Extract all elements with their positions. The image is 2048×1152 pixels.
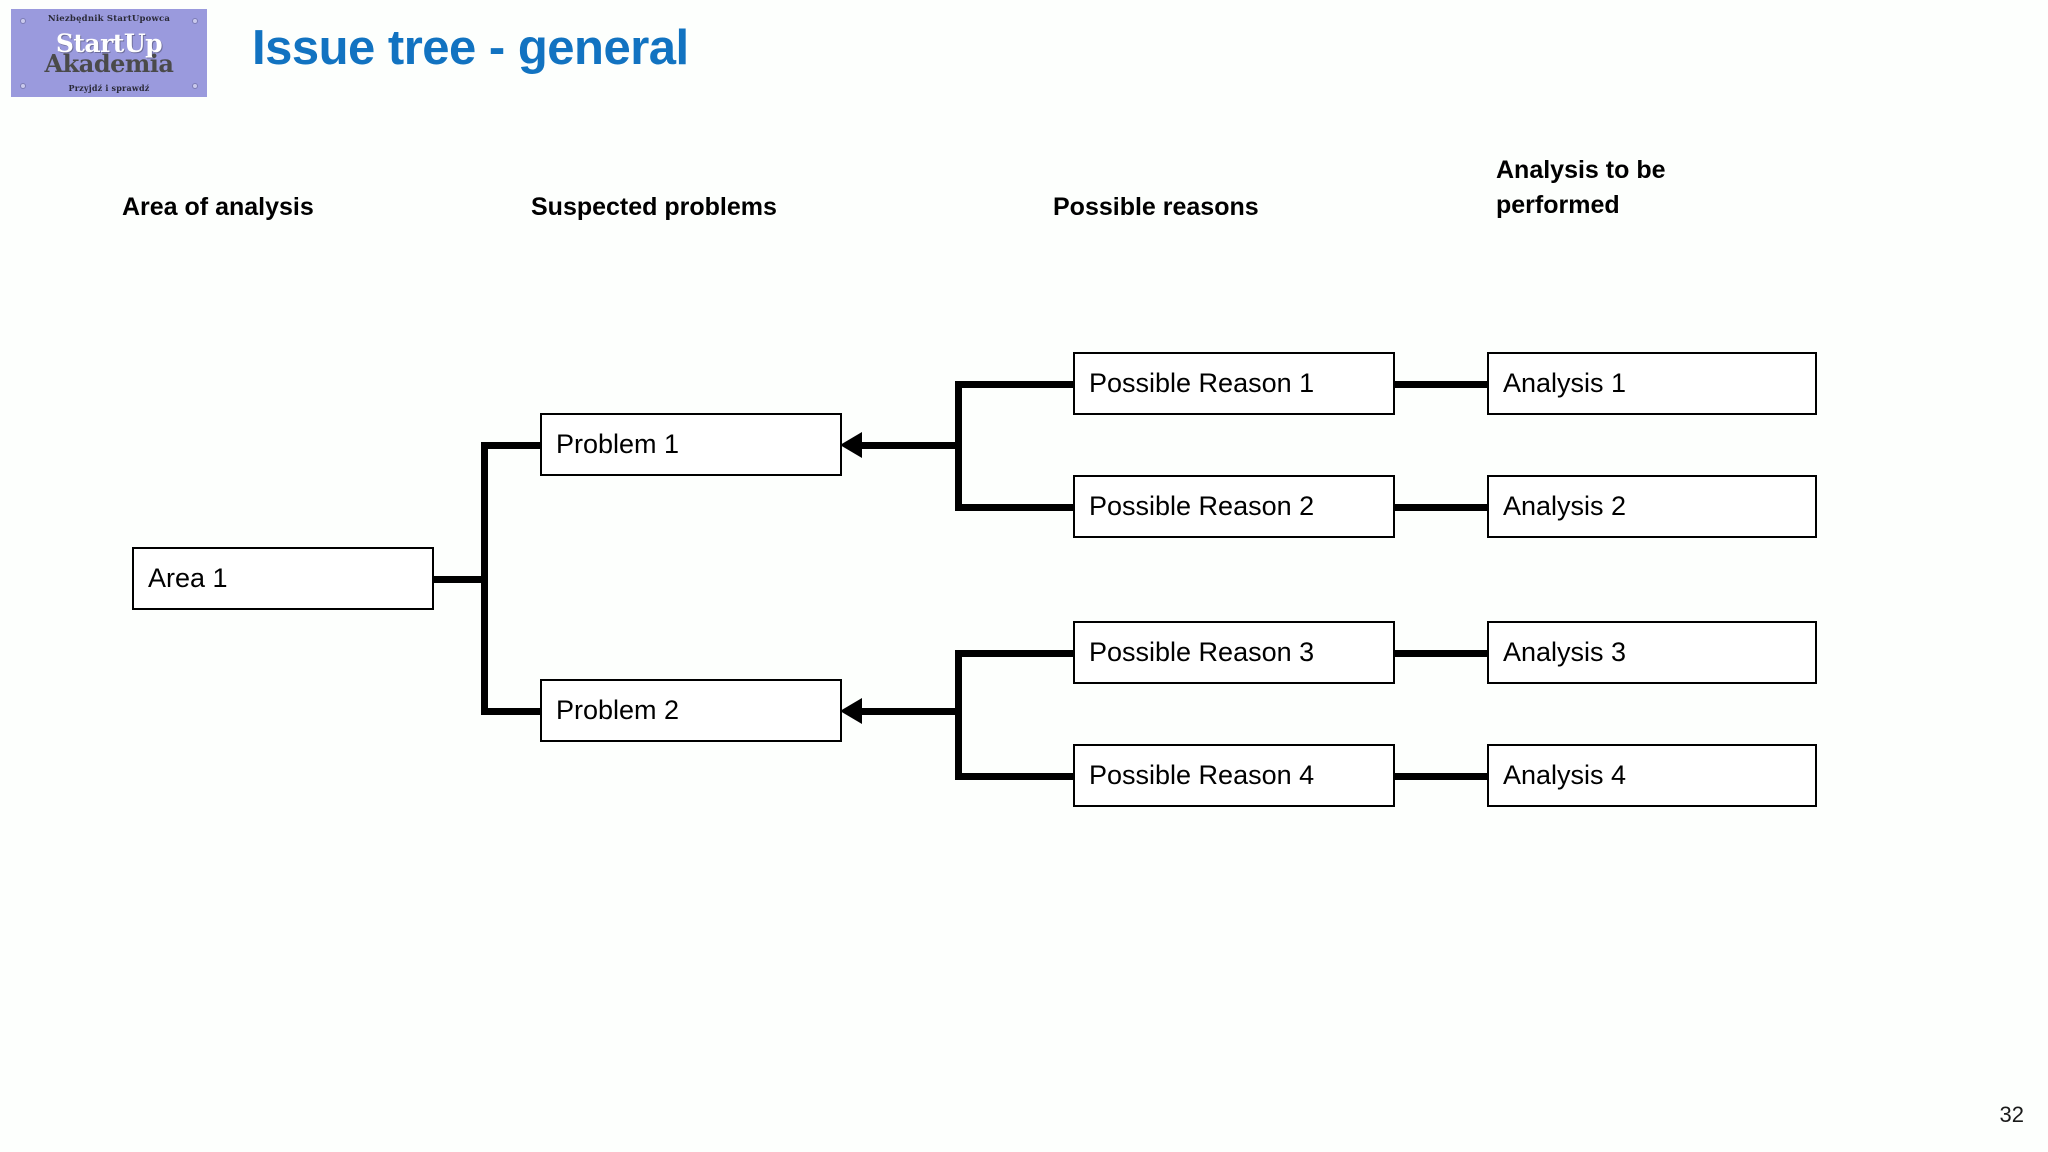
connector-trunk-to-problem1 [481,442,543,449]
connector-reason3-to-analysis3 [1393,650,1489,657]
connector-trunk-vertical [481,442,488,715]
logo-tagline-bottom: Przyjdź i sprawdź [68,82,150,93]
connector-reason1-to-analysis1 [1393,381,1489,388]
connector-reason2-to-analysis2 [1393,504,1489,511]
connector-junction-to-problem1 [862,442,962,449]
logo-corner-dot-icon [192,18,198,24]
page-number: 32 [1999,1102,2024,1127]
node-possible-reason-3[interactable]: Possible Reason 3 [1073,621,1395,684]
node-analysis-3[interactable]: Analysis 3 [1487,621,1817,684]
logo-corner-dot-icon [20,83,26,89]
column-header-possible-reasons: Possible reasons [1053,193,1259,221]
arrowhead-into-problem1 [840,432,862,458]
logo-tagline-top: Niezbędnik StartUpowca [47,14,171,24]
column-header-analysis-to-be-performed: Analysis to be performed [1496,156,1666,219]
node-possible-reason-1[interactable]: Possible Reason 1 [1073,352,1395,415]
startup-akademia-logo: Niezbędnik StartUpowca StartUp Akademia … [11,9,207,97]
node-problem-1[interactable]: Problem 1 [540,413,842,476]
page-title: Issue tree - general [252,21,689,75]
logo-corner-dot-icon [192,83,198,89]
connector-junction-to-reason1 [955,381,1075,388]
connector-reason-junction-vertical-bottom [955,650,962,780]
connector-junction-to-reason2 [955,504,1075,511]
connector-junction-to-reason4 [955,773,1075,780]
connector-junction-to-reason3 [955,650,1075,657]
logo-corner-dot-icon [20,18,26,24]
connector-trunk-to-problem2 [481,708,543,715]
node-analysis-4[interactable]: Analysis 4 [1487,744,1817,807]
node-possible-reason-2[interactable]: Possible Reason 2 [1073,475,1395,538]
column-header-suspected-problems: Suspected problems [531,193,777,221]
connector-reason4-to-analysis4 [1393,773,1489,780]
node-possible-reason-4[interactable]: Possible Reason 4 [1073,744,1395,807]
node-analysis-2[interactable]: Analysis 2 [1487,475,1817,538]
connector-junction-to-problem2 [862,708,962,715]
node-area-1[interactable]: Area 1 [132,547,434,610]
connector-area1-to-trunk [432,576,488,583]
arrowhead-into-problem2 [840,698,862,724]
column-header-area-of-analysis: Area of analysis [122,193,314,221]
logo-word-startup: StartUp [55,29,163,59]
logo-word-akademia: Akademia [44,49,174,79]
logo-wordmark: StartUp Akademia [44,29,174,79]
node-problem-2[interactable]: Problem 2 [540,679,842,742]
node-analysis-1[interactable]: Analysis 1 [1487,352,1817,415]
